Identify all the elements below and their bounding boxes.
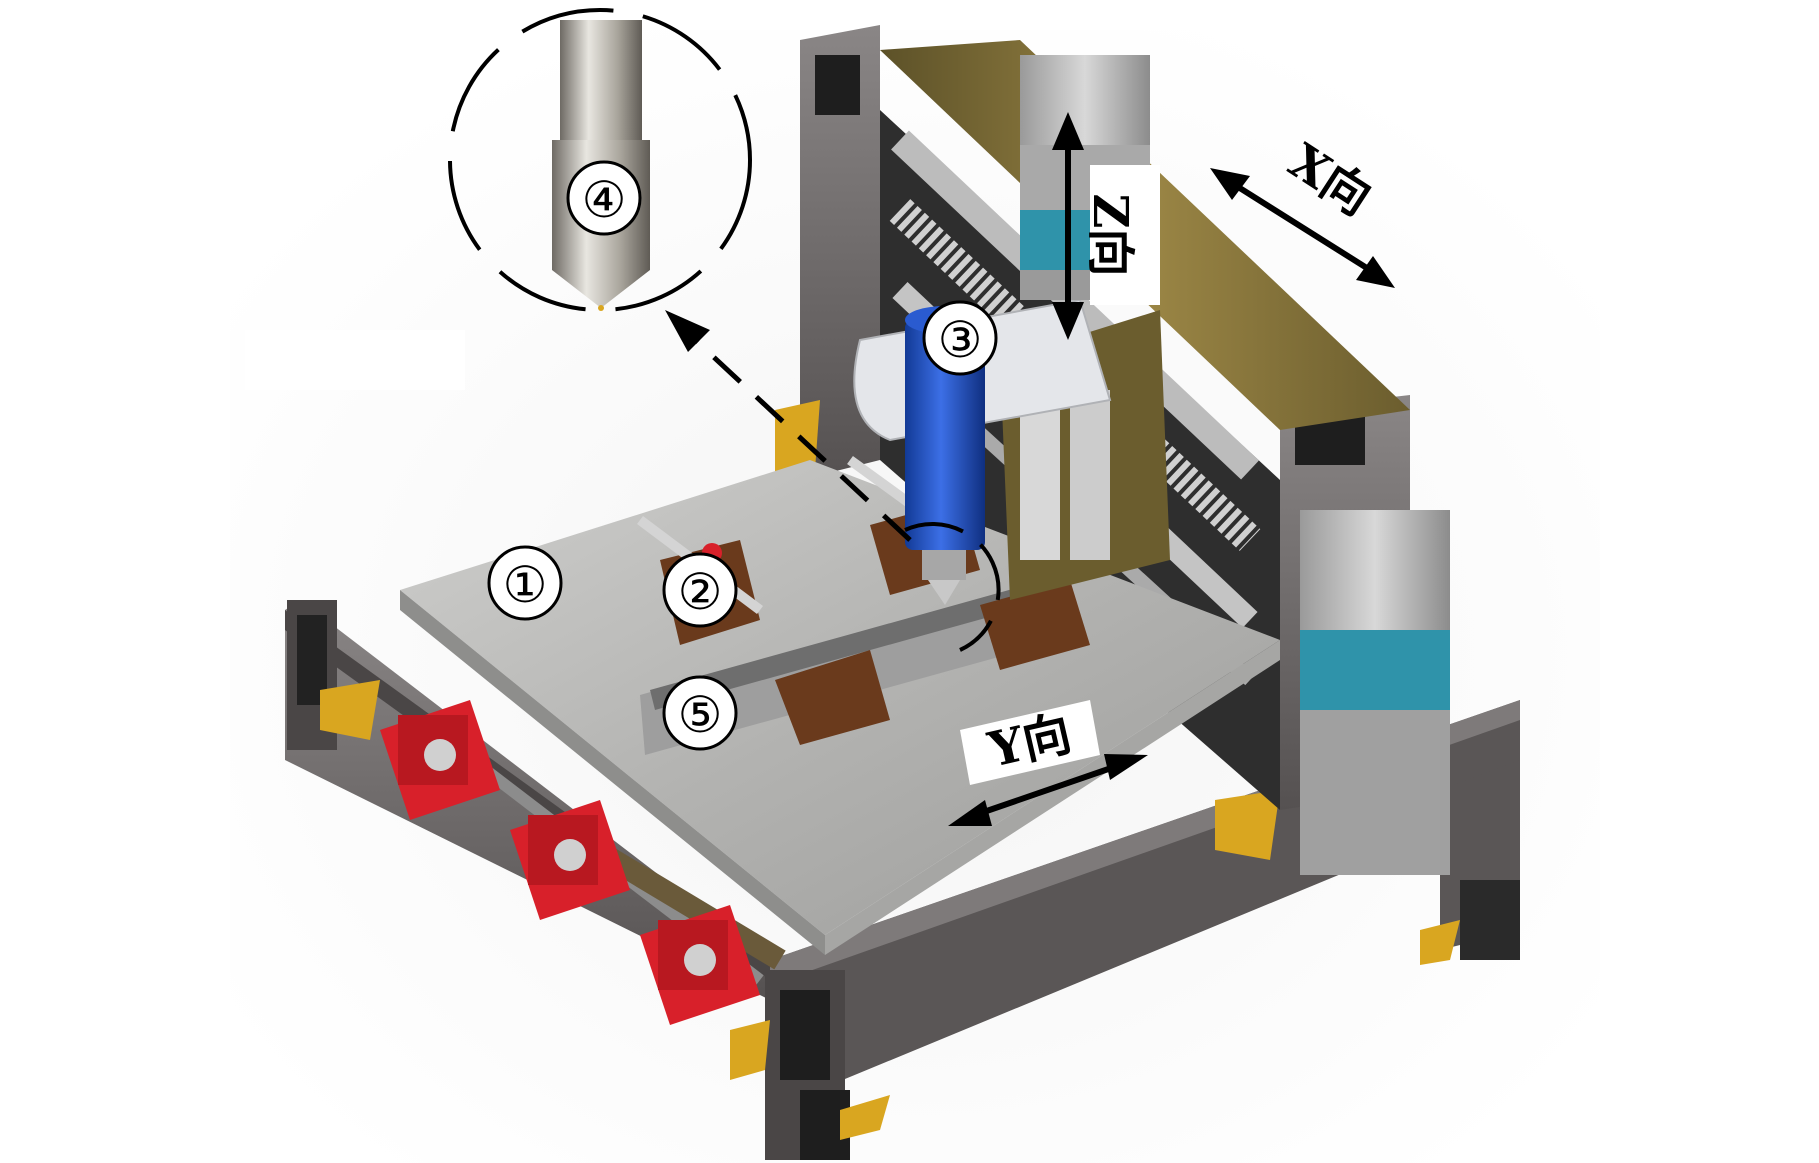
z-axis-arrow xyxy=(1052,112,1084,340)
y-axis-guide xyxy=(380,700,786,1025)
background-patch xyxy=(245,330,465,390)
callout-2: ② xyxy=(662,552,738,628)
callout-5: ⑤ xyxy=(662,675,738,751)
detail-leader-arrow xyxy=(665,310,912,542)
spindle-tip-detail-circle xyxy=(904,522,1001,652)
callout-5-label: ⑤ xyxy=(678,686,723,744)
z-axis-label-box: Z向 xyxy=(1082,165,1160,305)
callout-1: ① xyxy=(487,545,563,621)
workpiece-holder xyxy=(637,455,1090,755)
callout-2-label: ② xyxy=(678,563,723,621)
red-bearing-block-2 xyxy=(510,800,630,920)
red-bearing-block-1 xyxy=(380,700,500,820)
x-axis-arrow xyxy=(1210,168,1395,288)
callout-4-label: ④ xyxy=(582,171,627,229)
callout-1-label: ① xyxy=(503,556,548,614)
callout-3-label: ③ xyxy=(938,311,983,369)
z-axis-label: Z向 xyxy=(1082,193,1138,276)
red-bearing-block-3 xyxy=(640,905,760,1025)
callout-4: ④ xyxy=(566,160,642,236)
y-axis-arrow xyxy=(948,754,1148,826)
x-motor xyxy=(1300,510,1450,875)
callout-3: ③ xyxy=(922,300,998,376)
y-axis-label-box: Y向 xyxy=(960,700,1100,785)
